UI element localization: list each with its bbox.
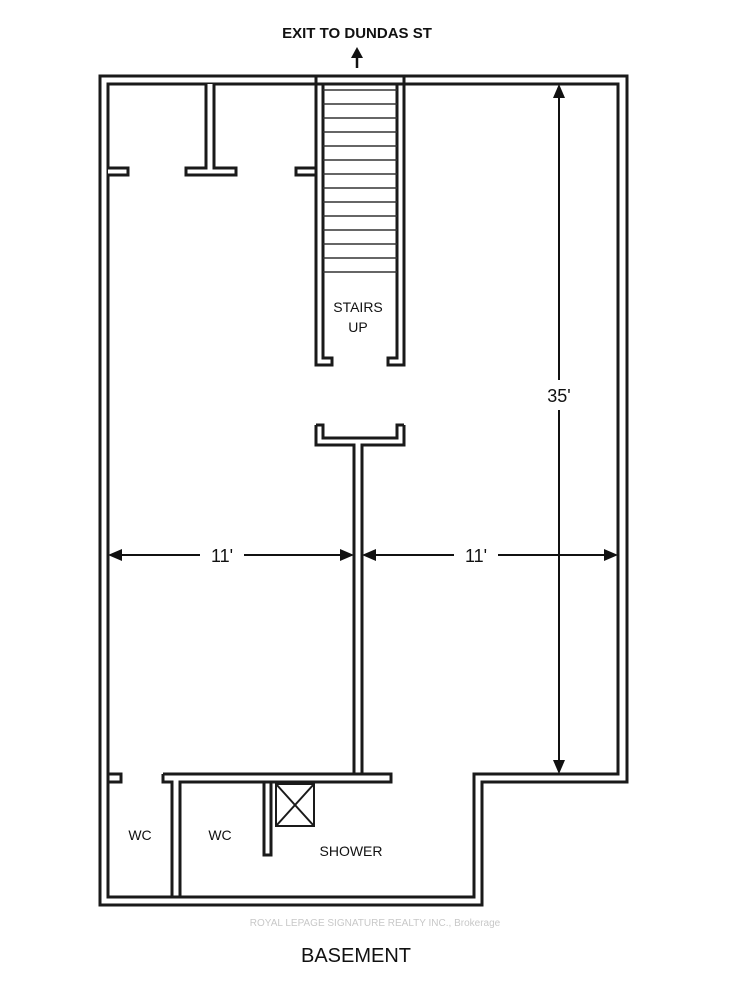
dimension-right-line <box>362 542 618 568</box>
outer-walls <box>98 74 629 907</box>
stairs-label: STAIRS <box>333 299 383 315</box>
dimension-left-line <box>108 542 354 568</box>
exit-label: EXIT TO DUNDAS ST <box>282 25 432 42</box>
center-partition <box>314 423 406 774</box>
exit-arrow-icon <box>351 47 363 68</box>
shower-icon <box>275 783 315 827</box>
wc-left-label: WC <box>128 827 151 843</box>
dimension-35-line <box>540 84 578 774</box>
bathroom-walls <box>108 772 393 897</box>
dimension-35-label: 35' <box>547 386 570 406</box>
wc-right-label: WC <box>208 827 231 843</box>
stair-treads <box>323 89 397 273</box>
watermark-text: ROYAL LEPAGE SIGNATURE REALTY INC., Brok… <box>250 918 501 929</box>
closet-partitions <box>108 84 316 177</box>
dimension-right-label: 11' <box>465 546 487 566</box>
floor-name: BASEMENT <box>301 945 411 967</box>
stairs-up-label: UP <box>348 319 367 335</box>
dimension-left-label: 11' <box>211 546 233 566</box>
staircase: STAIRS UP <box>314 76 406 367</box>
shower-label: SHOWER <box>320 843 383 859</box>
